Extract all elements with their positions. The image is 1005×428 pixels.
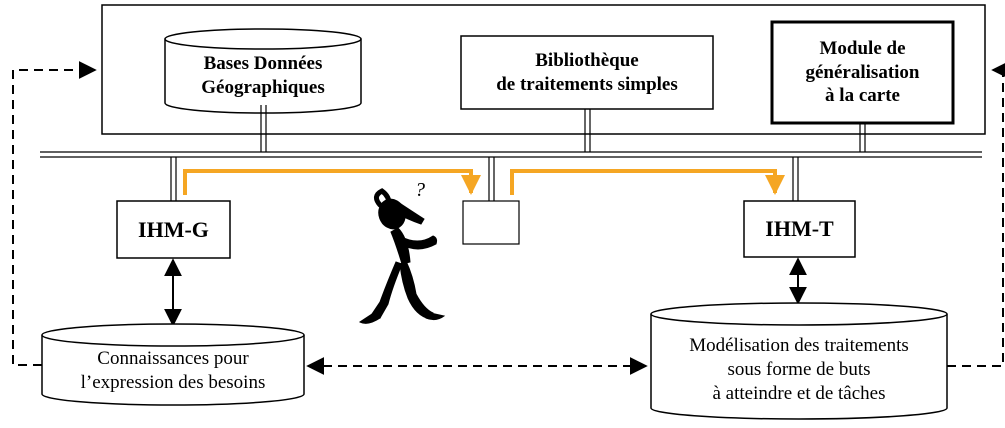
- thought-question-mark: ?: [415, 179, 425, 201]
- flow-arrow-left: [183, 169, 481, 195]
- bibliotheque-box: [460, 35, 714, 110]
- modelisation-cylinder: [650, 302, 948, 420]
- connaissances-cylinder: [41, 323, 305, 406]
- dashed-feedback-left: [12, 61, 97, 366]
- bus-connectors-bottom: [170, 157, 799, 201]
- bus-line: [40, 151, 982, 158]
- ihm-g-box: [116, 200, 231, 259]
- module-box: [770, 20, 955, 125]
- bases-donnees-cylinder: [164, 28, 362, 114]
- ihm-t-box: [743, 200, 856, 258]
- flow-arrow-right: [510, 169, 785, 195]
- dashed-feedback-right: [947, 61, 1005, 367]
- thinking-figure-icon: [359, 188, 446, 324]
- bus-connectors-top: [260, 105, 866, 152]
- empty-box: [462, 200, 520, 245]
